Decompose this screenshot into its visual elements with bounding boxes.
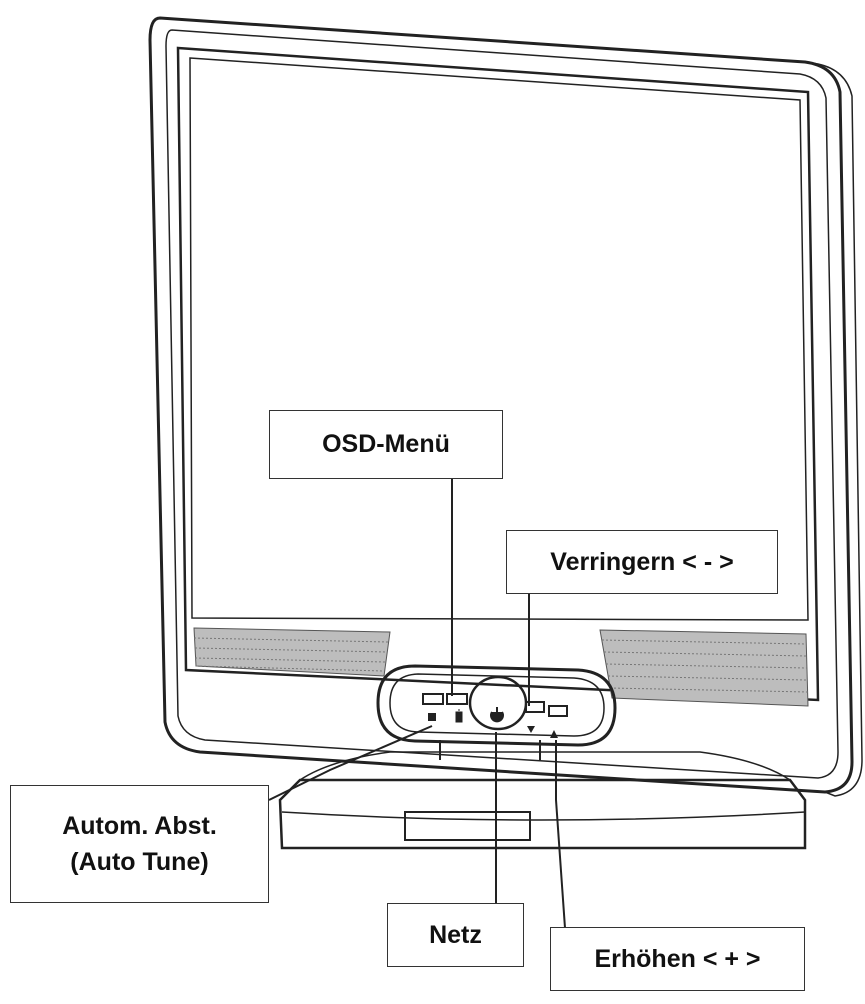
decrease-label-text: Verringern < - > [550,547,734,576]
power-label-text: Netz [429,920,482,949]
osd-menu-button[interactable] [446,693,468,705]
leader-auto-tune [268,725,433,801]
increase-label-text: Erhöhen < + > [594,944,761,973]
leader-lines [268,478,566,929]
increase-label: Erhöhen < + > [550,927,805,991]
up-arrow-icon [550,730,558,738]
power-icon [490,707,504,723]
decrease-label: Verringern < - > [506,530,778,594]
down-arrow-icon [527,726,535,733]
osd-menu-label: OSD-Menü [269,410,503,479]
osd-menu-label-text: OSD-Menü [322,430,450,459]
auto-tune-label: Autom. Abst. (Auto Tune) [10,785,269,903]
monitor-body [148,16,863,797]
monitor-stand [278,740,807,850]
square-icon [428,713,436,721]
speaker-grille-right [599,629,809,707]
monitor-screen [176,46,820,702]
power-label: Netz [387,903,524,967]
stand-display-recess [404,811,531,841]
speaker-grille-left [193,627,391,677]
control-panel [376,664,617,747]
decrease-button[interactable] [525,701,545,713]
auto-tune-label-line2: (Auto Tune) [70,848,209,876]
leader-increase [555,740,566,929]
auto-tune-button[interactable] [422,693,444,705]
auto-tune-icon [455,709,463,723]
auto-tune-label-line1: Autom. Abst. [62,811,217,840]
increase-button[interactable] [548,705,568,717]
